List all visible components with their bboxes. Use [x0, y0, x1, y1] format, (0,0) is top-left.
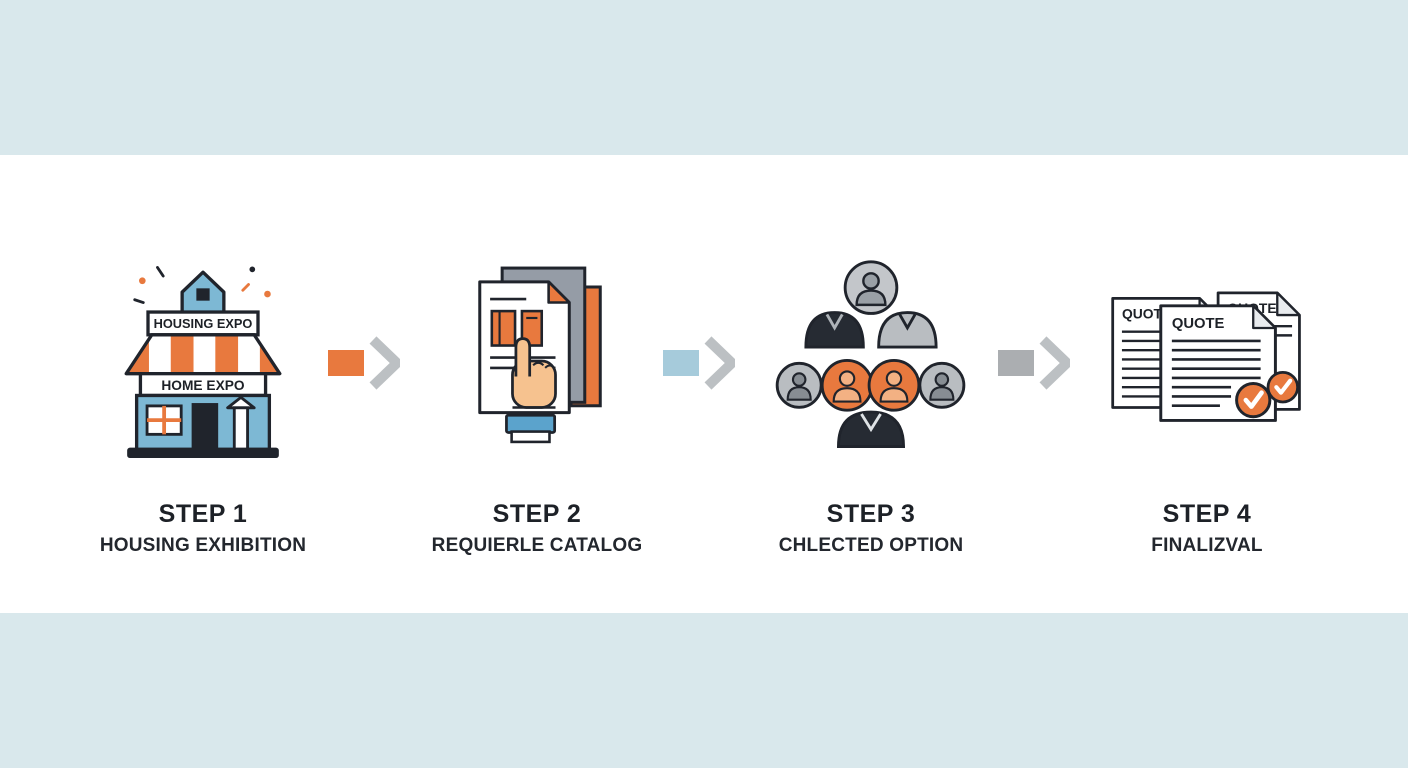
catalog-hand-icon: [367, 248, 707, 468]
person-bust-right: [877, 310, 938, 348]
step-4-title: STEP 4: [1162, 500, 1252, 528]
approved-check-front: [1235, 381, 1272, 418]
person-bust-bottom: [837, 410, 905, 448]
storefront-door: [191, 402, 219, 450]
people-group-icon: [701, 248, 1041, 468]
step-1-title: STEP 1: [158, 500, 248, 528]
awning-outline: [124, 332, 282, 375]
person-avatar-orange-right: [867, 358, 921, 412]
quote-header-left: QUOTE: [1122, 305, 1171, 321]
approved-check-right: [1266, 370, 1299, 403]
storefront-column: [232, 405, 249, 451]
housing-expo-icon: HOUSING EXPO HOME EXPO: [33, 248, 373, 468]
person-avatar-top: [843, 259, 899, 315]
arrow-right-icon: [663, 336, 740, 390]
storefront-base: [127, 447, 279, 458]
catalog-with-hand: [478, 266, 602, 444]
step-3: STEP 3 CHLECTED OPTION: [701, 248, 1041, 557]
striped-awning: [126, 334, 280, 374]
step-4-subtitle: FINALIZVAL: [1151, 535, 1263, 556]
arrow-3: [998, 333, 1075, 398]
step-3-title: STEP 3: [826, 500, 916, 528]
step-3-subtitle: CHLECTED OPTION: [778, 535, 964, 556]
catalog-item-thumb-1: [490, 309, 517, 347]
arrow-1: [328, 333, 405, 398]
step-4: QUOTE QUOTE: [1037, 248, 1377, 557]
person-bust-left: [804, 310, 865, 348]
quote-documents: QUOTE QUOTE: [1111, 290, 1301, 422]
arrow-right-icon: [998, 336, 1075, 390]
step-2-title: STEP 2: [492, 500, 582, 528]
arrow-right-icon: [328, 336, 405, 390]
roof-window: [196, 287, 210, 301]
background-band-bottom: [0, 613, 1408, 768]
catalog-item-thumb-2: [520, 309, 544, 347]
housing-expo-sign-text: HOUSING EXPO: [154, 316, 253, 331]
folded-corner: [547, 280, 571, 304]
home-expo-awning-text: HOME EXPO: [161, 377, 245, 392]
sleeve-cuff: [505, 413, 557, 434]
quote-header-front: QUOTE: [1172, 315, 1225, 331]
arrow-2: [663, 333, 740, 398]
quote-documents-icon: QUOTE QUOTE: [1037, 248, 1377, 468]
step-2-subtitle: REQUIERLE CATALOG: [431, 535, 643, 556]
pointing-hand: [505, 337, 557, 444]
person-avatar-gray-right: [918, 361, 966, 409]
person-avatar-orange-left: [820, 358, 874, 412]
person-avatar-gray-left: [775, 361, 823, 409]
sparkles: [133, 265, 271, 304]
index-finger: [514, 337, 532, 377]
people-group: [775, 259, 966, 448]
step-2: STEP 2 REQUIERLE CATALOG: [367, 248, 707, 557]
background-band-top: [0, 0, 1408, 155]
step-1-subtitle: HOUSING EXHIBITION: [99, 535, 307, 556]
shirt-cuff: [510, 430, 551, 444]
housing-expo-building: HOUSING EXPO HOME EXPO: [124, 265, 282, 458]
step-1: HOUSING EXPO HOME EXPO: [33, 248, 373, 557]
